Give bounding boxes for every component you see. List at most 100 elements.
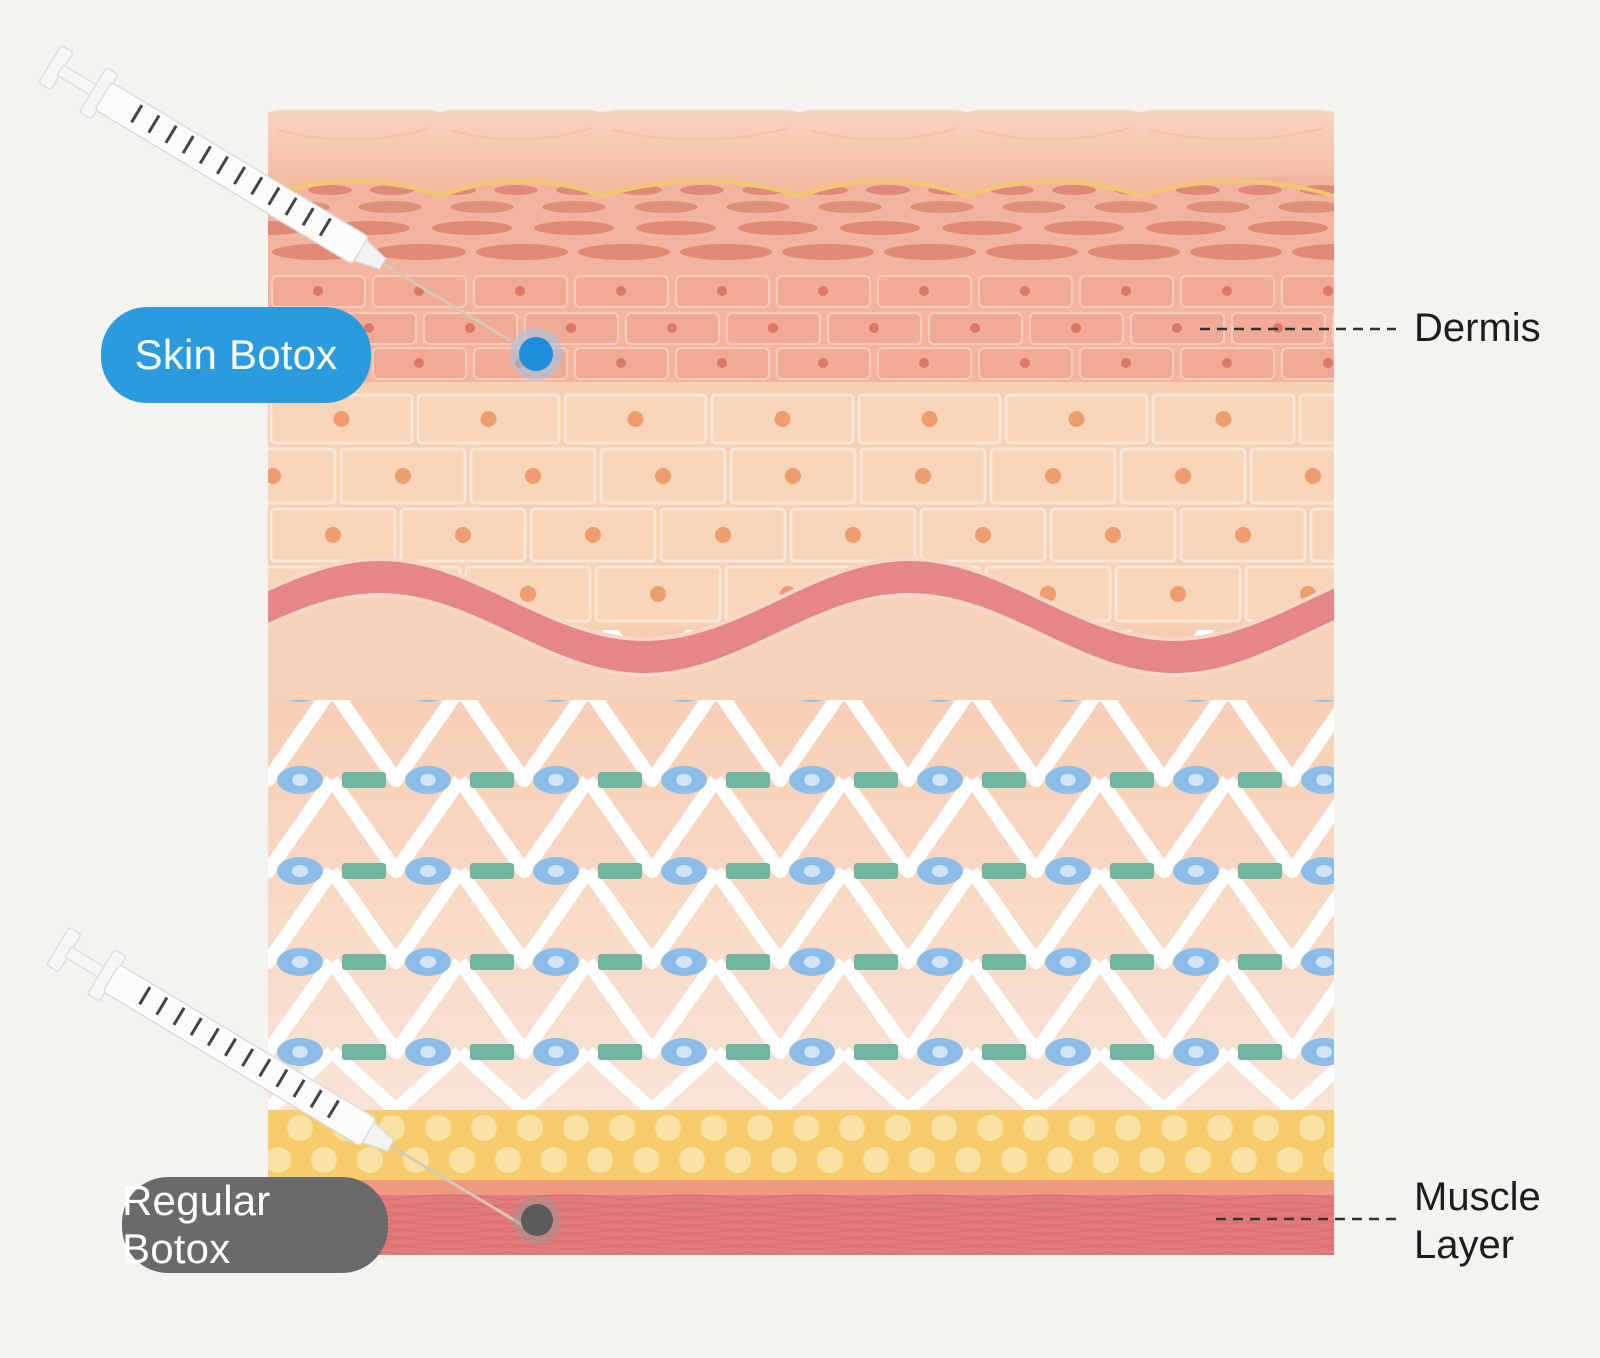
fibroblast-nucleus	[292, 956, 308, 968]
fat-cell	[655, 1115, 681, 1141]
cell-nucleus	[525, 468, 541, 484]
scale-line	[976, 127, 1131, 141]
cell-nucleus	[869, 323, 879, 333]
muscle-fiber	[268, 1202, 1334, 1209]
flattened-cell	[636, 221, 716, 235]
cell-nucleus	[325, 527, 341, 543]
collagen-fiber	[268, 775, 1334, 878]
flattened-cell	[726, 201, 790, 213]
fat-cell	[425, 1115, 451, 1141]
cell-nucleus	[768, 323, 778, 333]
cell-nucleus	[975, 527, 991, 543]
fibroblast-nucleus	[932, 956, 948, 968]
scale-tick	[292, 1079, 306, 1098]
cell-nucleus	[1121, 286, 1131, 296]
fibroblast-nucleus	[548, 865, 564, 877]
cell-nucleus	[774, 411, 791, 427]
fibroblast-nucleus	[804, 956, 820, 968]
cell-nucleus	[364, 323, 374, 333]
elastin-fiber	[854, 1044, 898, 1060]
scale-line	[1149, 127, 1325, 141]
fibroblast-nucleus	[932, 774, 948, 786]
muscle-fiber	[268, 1227, 1334, 1234]
flattened-cell	[1176, 185, 1220, 195]
collagen-fiber	[268, 866, 1334, 969]
fascia	[268, 1180, 1334, 1198]
cell-nucleus	[616, 286, 626, 296]
muscle-fiber	[268, 1211, 1334, 1218]
flattened-cell	[1094, 201, 1158, 213]
cell-nucleus	[333, 411, 350, 427]
scale-tick	[275, 1068, 289, 1088]
fibroblast-nucleus	[420, 956, 436, 968]
scale-edge	[601, 179, 801, 198]
syringe-tip	[360, 1120, 395, 1152]
fat-cell	[1047, 1147, 1073, 1173]
cell-nucleus	[655, 468, 671, 484]
flattened-cell	[818, 201, 882, 213]
elastin-fiber	[1238, 954, 1282, 970]
fibroblast-nucleus	[548, 1046, 564, 1058]
collagen-fiber	[268, 957, 1334, 1059]
elastin-fiber	[470, 863, 514, 879]
flattened-cell	[680, 185, 724, 195]
fat-cell	[633, 1147, 659, 1173]
fat-cell	[863, 1147, 889, 1173]
elastin-fiber	[342, 1044, 386, 1060]
muscle-fiber	[268, 1218, 1334, 1225]
scale-tick	[189, 1017, 203, 1036]
fibroblast-nucleus	[420, 1046, 436, 1058]
skin-botox-label: Skin Botox	[101, 307, 371, 403]
fat-cell	[1139, 1147, 1165, 1173]
fibroblast-nucleus	[420, 774, 436, 786]
fat-cell	[1207, 1115, 1233, 1141]
syringe-icon	[39, 45, 512, 343]
fat-cell	[1277, 1147, 1303, 1173]
fat-cell	[1161, 1115, 1187, 1141]
flattened-cell	[1052, 185, 1096, 195]
fibroblast-nucleus	[932, 865, 948, 877]
fat-cell	[471, 1115, 497, 1141]
flattened-cell	[1350, 221, 1430, 235]
cell-nucleus	[1071, 323, 1081, 333]
elastin-fiber	[598, 863, 642, 879]
cell-nucleus	[715, 527, 731, 543]
surface-scales	[268, 127, 1334, 198]
scale-tick	[130, 104, 144, 124]
flattened-cell	[884, 244, 976, 260]
cell-nucleus	[1215, 411, 1232, 427]
muscle-fiber	[268, 1210, 1334, 1217]
cell-nucleus	[616, 358, 626, 368]
scale-line	[809, 127, 958, 141]
flattened-cell	[358, 201, 422, 213]
fat-cell	[357, 1147, 383, 1173]
flattened-cell	[1186, 201, 1250, 213]
cell-nucleus	[1222, 358, 1232, 368]
cell-nucleus	[667, 323, 677, 333]
cell-nucleus	[915, 468, 931, 484]
scale-tick	[318, 217, 332, 237]
fibroblast-nucleus	[548, 956, 564, 968]
cell-nucleus	[1170, 586, 1186, 602]
epidermal-cell	[268, 447, 337, 505]
flattened-cell	[1248, 221, 1328, 235]
cell-nucleus	[1305, 468, 1321, 484]
flattened-cell	[1146, 221, 1226, 235]
fat-cell	[1323, 1147, 1334, 1173]
cell-nucleus	[1323, 286, 1333, 296]
stratum-corneum	[268, 110, 1334, 196]
elastin-fiber	[726, 863, 770, 879]
regular-botox-label: Regular Botox	[122, 1177, 388, 1273]
elastin-fiber	[982, 772, 1026, 788]
injection-point-icon	[510, 328, 562, 380]
muscle-fiber	[268, 1242, 1334, 1249]
cell-nucleus	[1020, 358, 1030, 368]
fat-cell	[1023, 1115, 1049, 1141]
elastin-fiber	[1366, 772, 1410, 788]
muscle-label-line1: Muscle	[1414, 1175, 1541, 1219]
muscle-fiber	[268, 1235, 1334, 1242]
cell-nucleus	[1222, 286, 1232, 296]
syringe-icon	[47, 927, 529, 1230]
fibroblast-nucleus	[548, 774, 564, 786]
